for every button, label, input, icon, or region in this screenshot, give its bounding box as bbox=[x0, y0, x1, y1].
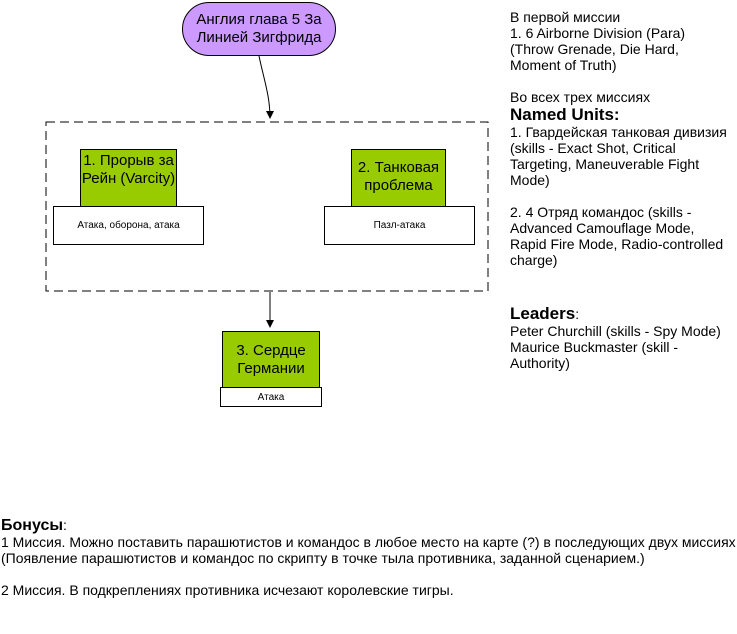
mission-1-title: 1. Прорыв за Рейн (Varcity) bbox=[81, 152, 176, 187]
mission-1-node: 1. Прорыв за Рейн (Varcity) bbox=[80, 149, 177, 209]
mission-2-title: 2. Танковая проблема bbox=[357, 159, 440, 194]
chapter-title: Англия глава 5 За Линией Зигфрида bbox=[196, 11, 322, 46]
leader-1: Peter Churchill (skills - Spy Mode) bbox=[510, 323, 721, 339]
named-units-heading: Named Units: bbox=[510, 105, 620, 124]
bonus-item-1: 1 Миссия. Можно поставить парашютистов и… bbox=[1, 534, 736, 566]
mission-group-frame bbox=[45, 121, 489, 292]
mission-2-node: 2. Танковая проблема bbox=[351, 149, 446, 209]
leaders-colon: : bbox=[575, 306, 580, 322]
mission-3-title: 3. Сердце Германии bbox=[236, 342, 306, 377]
mission-2-subtitle: Пазл-атака bbox=[373, 220, 426, 231]
mission-2-subtitle-box: Пазл-атака bbox=[324, 206, 475, 245]
bonuses-section: Бонусы: 1 Миссия. Можно поставить парашю… bbox=[1, 517, 737, 598]
mission-3-subtitle-box: Атака bbox=[220, 387, 322, 407]
mission-1-subtitle: Атака, оборона, атака bbox=[77, 220, 180, 231]
mission-1-subtitle-box: Атака, оборона, атака bbox=[53, 206, 204, 245]
named-unit-1: 1. Гвардейская танковая дивизия (skills … bbox=[510, 124, 727, 188]
mission-3-node: 3. Сердце Германии bbox=[222, 331, 320, 388]
chapter-to-group-arrow bbox=[258, 55, 274, 119]
bonuses-heading: Бонусы bbox=[1, 517, 63, 534]
chapter-node: Англия глава 5 За Линией Зигфрида bbox=[182, 2, 336, 56]
leaders-heading: Leaders bbox=[510, 304, 576, 323]
leader-2: Maurice Buckmaster (skill - Authority) bbox=[510, 339, 679, 371]
bonuses-colon: : bbox=[63, 517, 67, 533]
bonus-item-2: 2 Миссия. В подкреплениях противника исч… bbox=[1, 582, 454, 598]
first-mission-unit: 1. 6 Airborne Division (Para) (Throw Gre… bbox=[510, 25, 686, 73]
all-missions-intro: Во всех трех миссиях bbox=[510, 89, 651, 105]
side-notes: В первой миссии 1. 6 Airborne Division (… bbox=[510, 9, 732, 371]
first-mission-intro: В первой миссии bbox=[510, 9, 621, 25]
mission-3-subtitle: Атака bbox=[257, 391, 285, 403]
named-unit-2: 2. 4 Отряд командос (skills - Advanced C… bbox=[510, 204, 724, 268]
